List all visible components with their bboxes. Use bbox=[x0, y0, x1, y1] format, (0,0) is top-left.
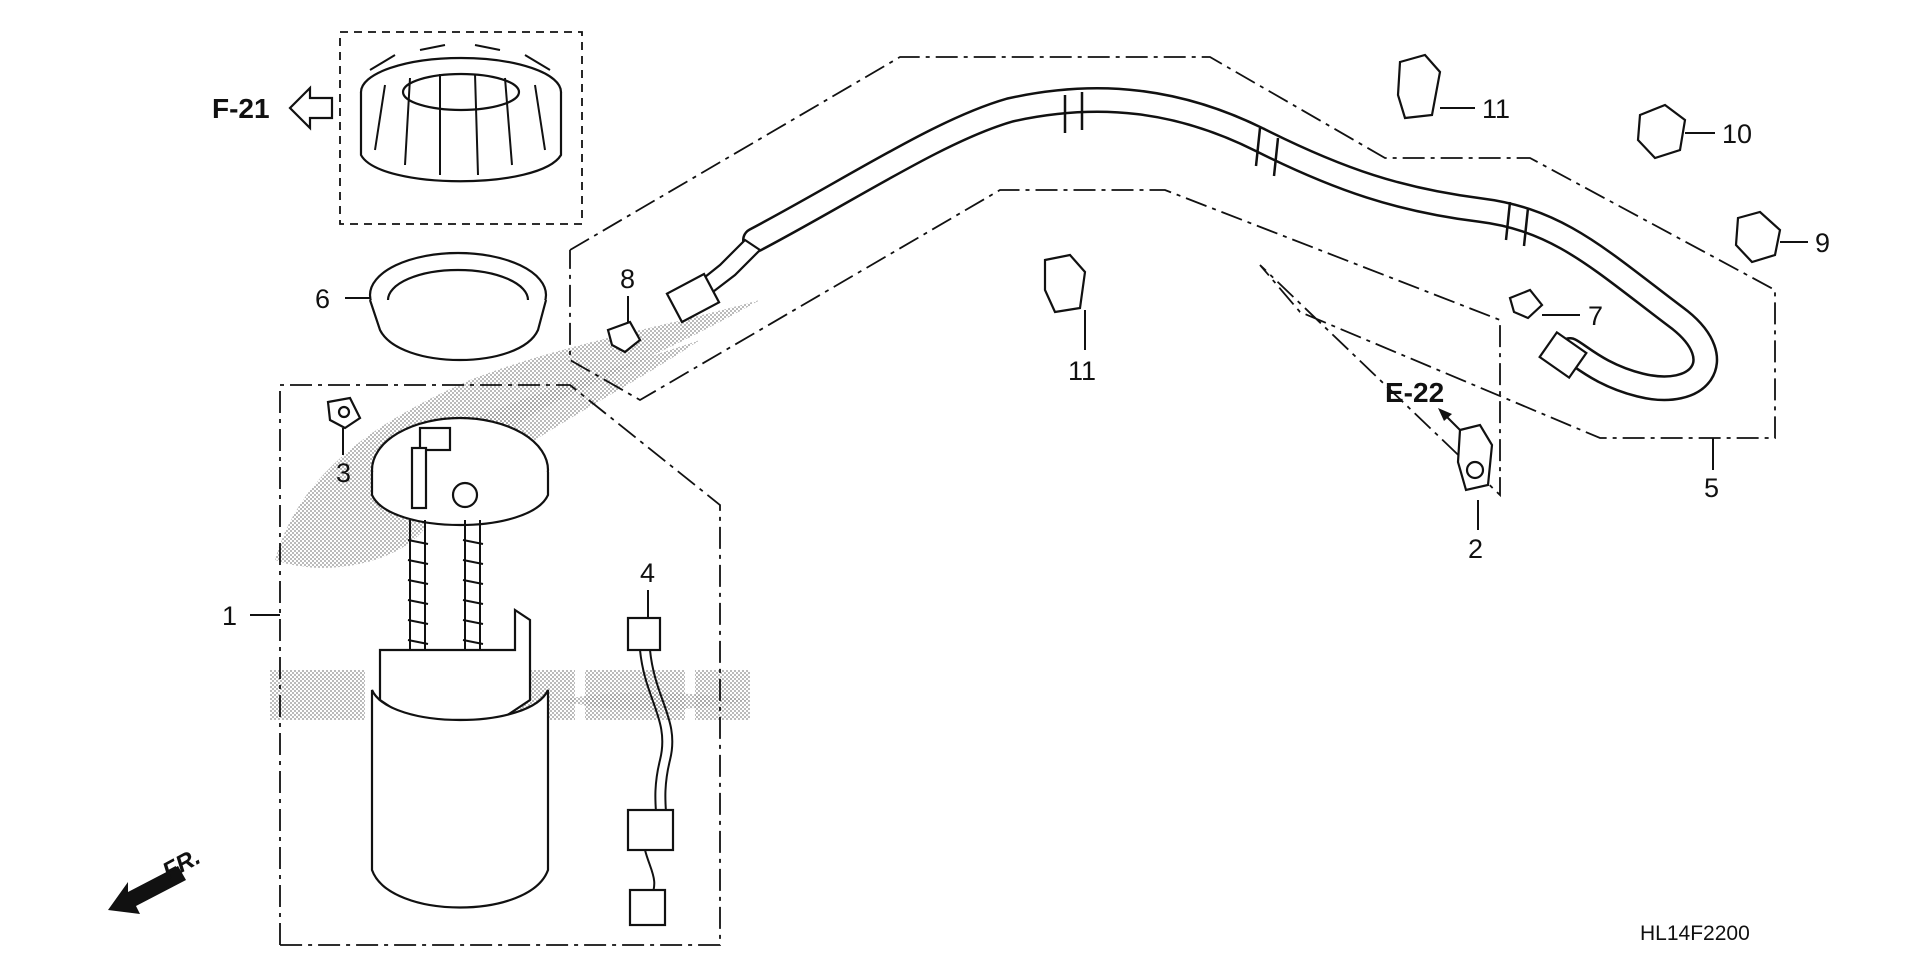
clip-part-7 bbox=[1508, 288, 1544, 320]
part-label-11-upper: 11 bbox=[1482, 94, 1510, 124]
front-direction-indicator: FR. bbox=[108, 843, 205, 914]
part-label-8: 8 bbox=[620, 264, 635, 294]
cap-box bbox=[339, 31, 583, 225]
reference-f21-label: F-21 bbox=[212, 93, 270, 124]
cap-part bbox=[359, 44, 563, 183]
clip-part-3 bbox=[326, 396, 362, 430]
clip-part-10 bbox=[1636, 103, 1687, 160]
reference-arrow-icon bbox=[288, 85, 334, 131]
leader-lines bbox=[250, 107, 1808, 618]
part-label-1: 1 bbox=[222, 601, 237, 631]
part-label-4: 4 bbox=[640, 558, 655, 588]
fuel-pump-part bbox=[370, 416, 550, 909]
fuel-hose-part bbox=[665, 87, 1719, 402]
hose-box bbox=[569, 56, 1776, 498]
harness-part bbox=[626, 616, 675, 927]
part-label-10: 10 bbox=[1722, 119, 1752, 149]
part-label-11-lower: 11 bbox=[1068, 356, 1096, 386]
part-label-2: 2 bbox=[1468, 534, 1483, 564]
clip-part-8 bbox=[606, 320, 642, 354]
pump-box bbox=[279, 384, 721, 946]
seal-ring-part bbox=[368, 251, 548, 361]
clip-part-9 bbox=[1734, 210, 1782, 264]
part-label-3: 3 bbox=[336, 458, 351, 488]
front-arrow-icon bbox=[108, 866, 186, 914]
part-label-7: 7 bbox=[1588, 301, 1603, 331]
f21-reference: F-21 bbox=[212, 85, 334, 131]
part-label-9: 9 bbox=[1815, 228, 1830, 258]
group-outlines bbox=[279, 31, 1776, 946]
part-label-5: 5 bbox=[1704, 473, 1719, 503]
drawing-code: HL14F2200 bbox=[1640, 922, 1750, 945]
clip-part-11-middle bbox=[1043, 253, 1087, 314]
part-label-6: 6 bbox=[315, 284, 330, 314]
reference-e22-label: E-22 bbox=[1385, 377, 1444, 408]
clip-part-11-upper bbox=[1396, 53, 1442, 120]
clip-part-2 bbox=[1456, 423, 1494, 492]
